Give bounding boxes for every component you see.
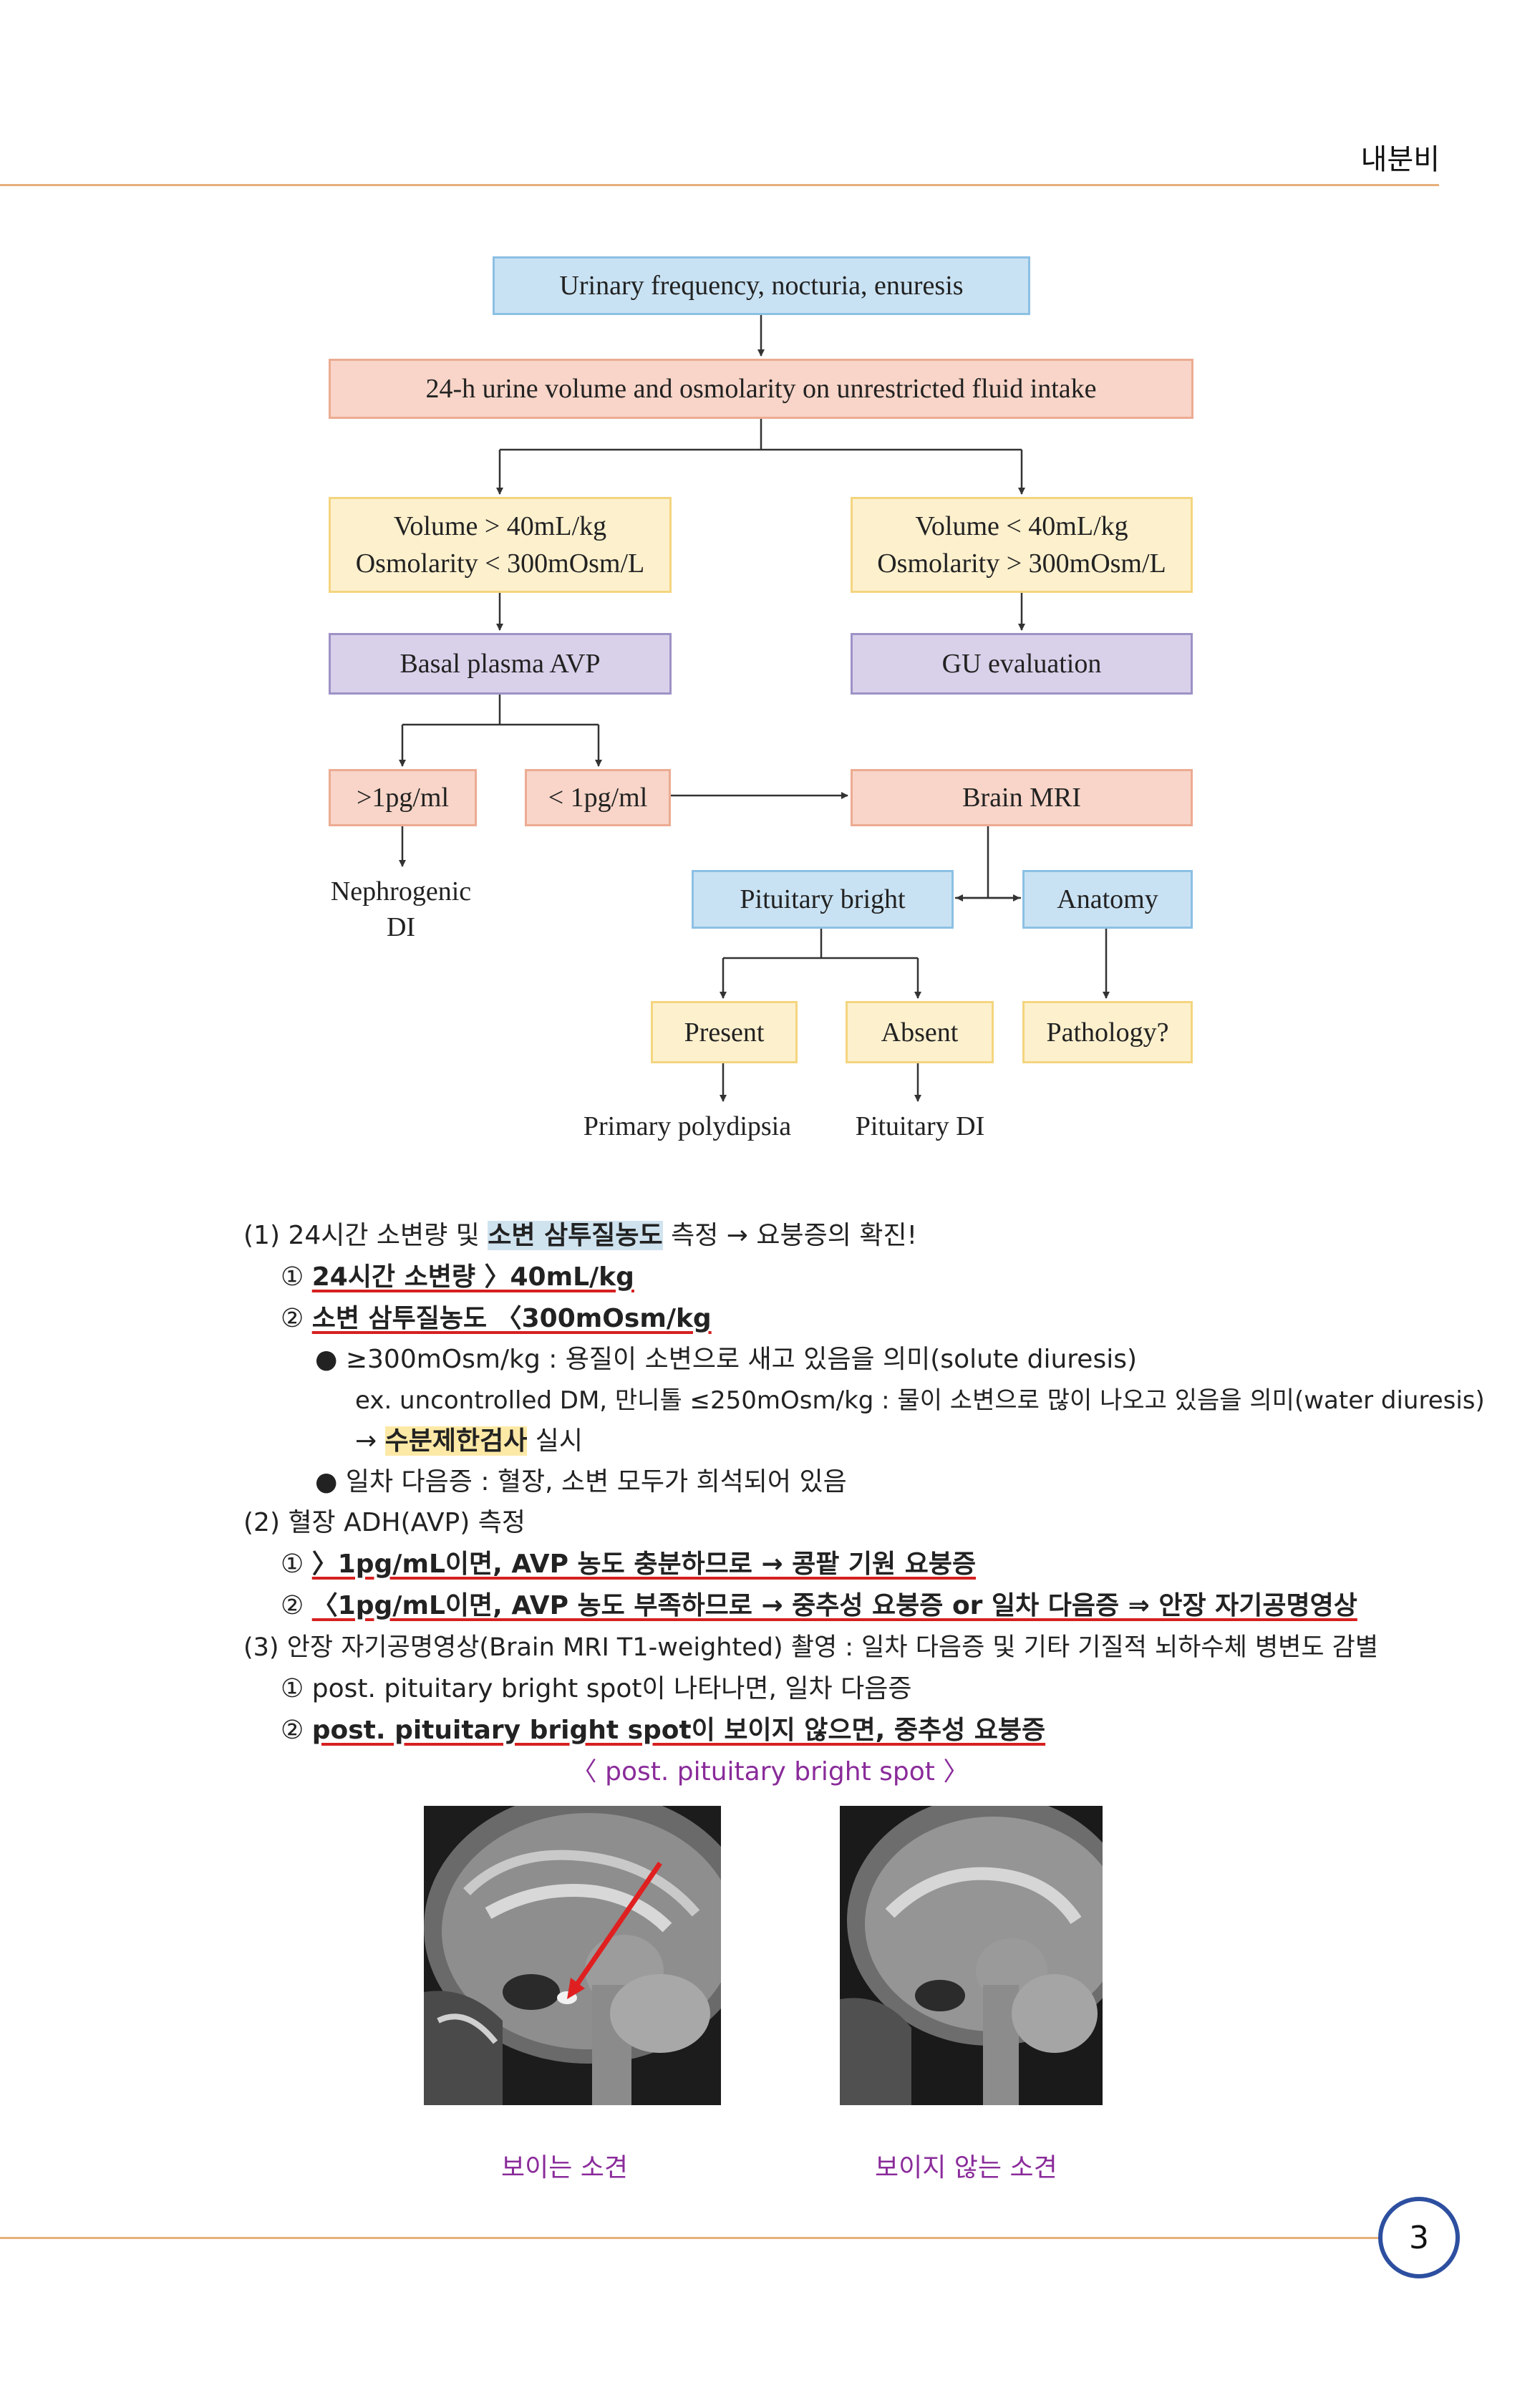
- nephrogenic-di-label: Nephrogenic DI: [315, 874, 487, 945]
- primary-polydipsia-label: Primary polydipsia: [583, 1111, 792, 1141]
- nephrogenic-line1: Nephrogenic: [330, 876, 472, 907]
- present-box: Present: [651, 1001, 798, 1063]
- section-title: 내분비: [1360, 143, 1440, 176]
- bullet-solute-diuresis: ● ≥300mOsm/kg : 용질이 소변으로 새고 있음을 의미(solut…: [315, 1345, 1138, 1374]
- nephrogenic-line2: DI: [386, 912, 416, 942]
- mri-bright-spot-absent: [840, 1806, 1103, 2105]
- section-2-item-1: ① 〉1pg/mL이면, AVP 농도 충분하므로 → 콩팥 기원 요붕증: [281, 1550, 977, 1579]
- mri-absent-drawing: [840, 1806, 1103, 2105]
- symptoms-box: Urinary frequency, nocturia, enuresis: [493, 256, 1030, 315]
- basal-avp-box: Basal plasma AVP: [329, 633, 672, 695]
- anatomy-box: Anatomy: [1022, 870, 1193, 929]
- absent-box: Absent: [846, 1001, 994, 1063]
- water-restriction-highlight: 수분제한검사: [384, 1426, 528, 1456]
- brain-mri-text: Brain MRI: [962, 783, 1081, 813]
- gu-evaluation-box: GU evaluation: [851, 633, 1193, 695]
- avp-high-box: >1pg/ml: [329, 769, 477, 826]
- mri-visible-drawing: [424, 1806, 721, 2105]
- avp-high-text: >1pg/ml: [356, 783, 450, 813]
- caption-not-visible: 보이지 않는 소견: [875, 2153, 1057, 2182]
- section-2-item-2: ② 〈1pg/mL이면, AVP 농도 부족하므로 → 중추성 요붕증 or 일…: [281, 1591, 1357, 1620]
- urine-test-text: 24-h urine volume and osmolarity on unre…: [425, 374, 1097, 404]
- symptoms-text: Urinary frequency, nocturia, enuresis: [559, 271, 964, 301]
- water-restriction-test-line: → 수분제한검사 실시: [355, 1426, 583, 1456]
- section-3-heading: (3) 안장 자기공명영상(Brain MRI T1-weighted) 촬영 …: [243, 1633, 1379, 1662]
- section-2-heading: (2) 혈장 ADH(AVP) 측정: [243, 1508, 526, 1537]
- section-1-heading: (1) 24시간 소변량 및 소변 삼투질농도 측정 → 요붕증의 확진!: [243, 1221, 918, 1250]
- present-text: Present: [684, 1017, 765, 1048]
- bullet-primary-polydipsia: ● 일차 다음증 : 혈장, 소변 모두가 희석되어 있음: [315, 1467, 847, 1497]
- section-3-item-2: ② post. pituitary bright spot이 보이지 않으면, …: [281, 1716, 1046, 1745]
- section-1-item-1: ① 24시간 소변량 〉40mL/kg: [281, 1262, 634, 1292]
- mri-bright-spot-visible: [424, 1806, 721, 2105]
- section-3-item-1: ① post. pituitary bright spot이 나타나면, 일차 …: [281, 1674, 912, 1703]
- pathology-text: Pathology?: [1046, 1017, 1169, 1048]
- pituitary-di-label: Pituitary DI: [855, 1111, 985, 1141]
- low-volume-line1: Volume < 40mL/kg: [915, 511, 1128, 541]
- figure-title: 〈 post. pituitary bright spot 〉: [571, 1757, 969, 1787]
- low-volume-box: Volume < 40mL/kg Osmolarity > 300mOsm/L: [851, 497, 1193, 593]
- anatomy-text: Anatomy: [1057, 884, 1158, 914]
- footer-rule: [0, 2237, 1382, 2239]
- avp-low-box: < 1pg/ml: [525, 769, 671, 826]
- page-number: 3: [1378, 2197, 1460, 2278]
- page-number-text: 3: [1409, 2219, 1429, 2256]
- brain-mri-box: Brain MRI: [851, 769, 1193, 826]
- section-1-item-2: ② 소변 삼투질농도 〈300mOsm/kg: [281, 1304, 712, 1333]
- gu-evaluation-text: GU evaluation: [941, 649, 1102, 679]
- absent-text: Absent: [881, 1017, 959, 1048]
- header-rule: [0, 184, 1439, 186]
- pituitary-bright-box: Pituitary bright: [692, 870, 954, 929]
- urine-test-box: 24-h urine volume and osmolarity on unre…: [329, 359, 1193, 419]
- avp-low-text: < 1pg/ml: [548, 783, 648, 813]
- high-volume-box: Volume > 40mL/kg Osmolarity < 300mOsm/L: [329, 497, 672, 593]
- pituitary-bright-text: Pituitary bright: [740, 884, 906, 914]
- caption-visible: 보이는 소견: [501, 2153, 629, 2182]
- high-volume-line1: Volume > 40mL/kg: [393, 511, 607, 541]
- low-volume-line2: Osmolarity > 300mOsm/L: [877, 548, 1166, 579]
- high-volume-line2: Osmolarity < 300mOsm/L: [355, 548, 645, 579]
- basal-avp-text: Basal plasma AVP: [399, 649, 601, 679]
- flowchart-connectors: [399, 315, 1110, 1102]
- urine-osmolality-highlight: 소변 삼투질농도: [488, 1221, 663, 1250]
- water-diuresis-example: ex. uncontrolled DM, 만니톨 ≤250mOsm/kg : 물…: [355, 1386, 1485, 1415]
- pathology-box: Pathology?: [1022, 1001, 1193, 1063]
